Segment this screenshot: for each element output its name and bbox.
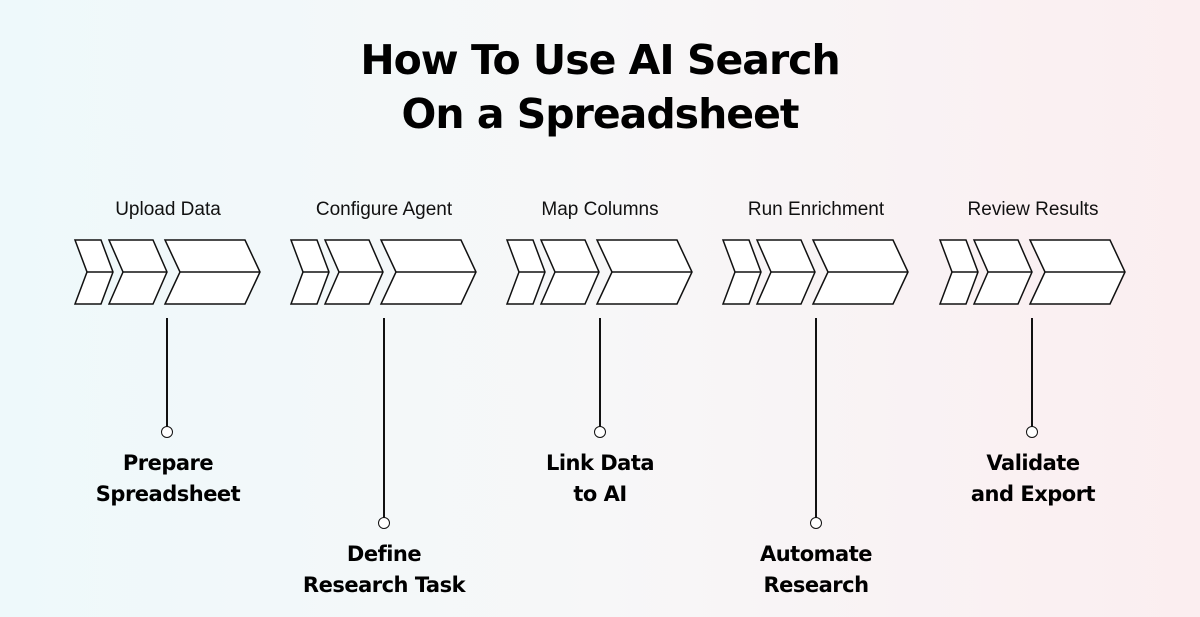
chevron-arrow-icon [938, 239, 1126, 305]
step-label: Upload Data [115, 199, 221, 220]
step-run-enrichment: Run Enrichment Automate Research [711, 0, 921, 617]
step-description: Prepare Spreadsheet [53, 448, 283, 510]
connector-line [599, 318, 601, 427]
desc-line-1: Link Data [545, 451, 655, 475]
chevron-arrow-icon [721, 239, 909, 305]
chevron-arrow-icon [505, 239, 693, 305]
diagram-title: How To Use AI Search On a Spreadsheet [0, 33, 1200, 141]
step-label: Review Results [967, 199, 1099, 220]
step-label: Configure Agent [315, 199, 453, 220]
step-map-columns: Map Columns Link Data to AI [495, 0, 705, 617]
desc-line-2: and Export [970, 482, 1096, 506]
desc-line-1: Define [346, 542, 422, 566]
desc-line-2: Spreadsheet [95, 482, 241, 506]
connector-line [815, 318, 817, 518]
chevron-arrow-icon [289, 239, 477, 305]
step-review-results: Review Results Validate and Export [928, 0, 1138, 617]
desc-line-2: to AI [573, 482, 627, 506]
circle-node-icon [594, 426, 606, 438]
step-label: Map Columns [541, 199, 659, 220]
desc-line-2: Research [763, 573, 869, 597]
connector-line [166, 318, 168, 427]
connector-line [383, 318, 385, 518]
desc-line-2: Research Task [302, 573, 466, 597]
title-line-1: How To Use AI Search [360, 36, 840, 84]
step-description: Link Data to AI [485, 448, 715, 510]
desc-line-1: Prepare [122, 451, 214, 475]
circle-node-icon [378, 517, 390, 529]
circle-node-icon [161, 426, 173, 438]
circle-node-icon [810, 517, 822, 529]
desc-line-1: Validate [986, 451, 1080, 475]
step-description: Validate and Export [918, 448, 1148, 510]
title-line-2: On a Spreadsheet [401, 90, 800, 138]
step-configure-agent: Configure Agent Define Research Task [279, 0, 489, 617]
connector-line [1031, 318, 1033, 427]
chevron-arrow-icon [73, 239, 261, 305]
step-description: Automate Research [701, 539, 931, 601]
desc-line-1: Automate [759, 542, 873, 566]
circle-node-icon [1026, 426, 1038, 438]
step-upload-data: Upload Data Prepare Spreadsheet [63, 0, 273, 617]
step-label: Run Enrichment [747, 199, 885, 220]
step-description: Define Research Task [269, 539, 499, 601]
